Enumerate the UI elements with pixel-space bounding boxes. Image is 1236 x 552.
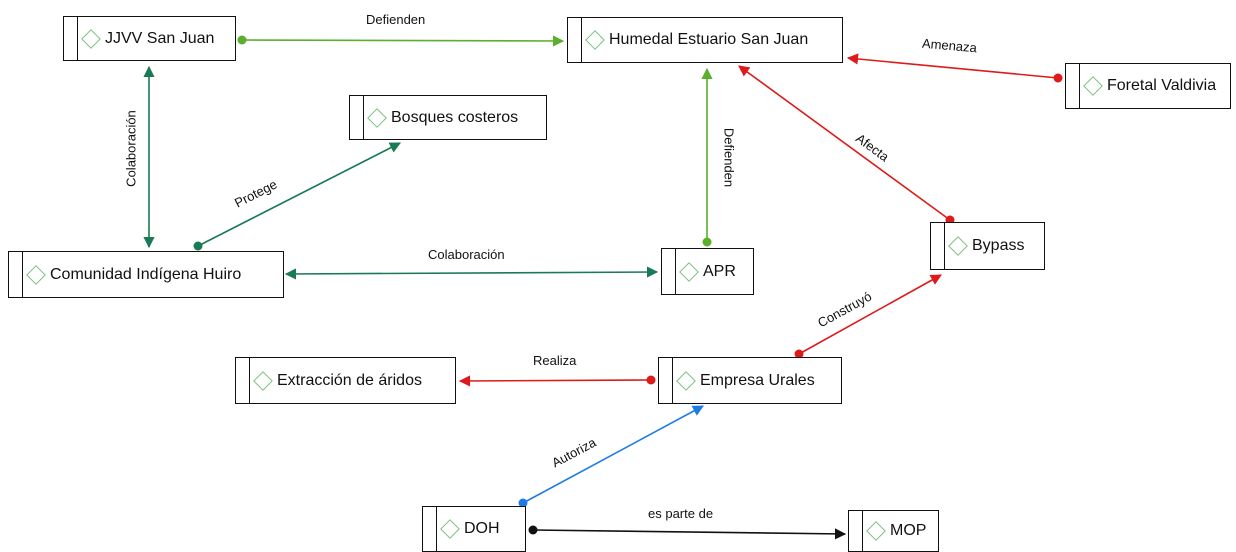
node-bypass[interactable]: Bypass [930, 222, 1045, 270]
node-label: MOP [890, 522, 927, 539]
node-label: Bypass [972, 237, 1025, 254]
node-label: DOH [464, 520, 500, 537]
edge-doh-urales [518, 405, 704, 508]
node-label: Bosques costeros [391, 108, 519, 126]
edge-apr-humedal [701, 67, 713, 247]
diamond-icon [81, 28, 101, 49]
node-label: Empresa Urales [700, 371, 815, 389]
diamond-icon [253, 370, 273, 391]
node-comunidad-indigena-huiro[interactable]: Comunidad Indígena Huiro [8, 251, 284, 298]
diamond-icon [367, 107, 387, 128]
edge-label-huiro-apr: Colaboración [428, 247, 505, 262]
diamond-icon [585, 30, 605, 50]
edge-label-jjvv-humedal: Defienden [366, 12, 426, 27]
node-label: APR [703, 262, 736, 280]
node-foretal-valdivia[interactable]: Foretal Valdivia [1065, 63, 1231, 109]
node-humedal-estuario-san-juan[interactable]: Humedal Estuario San Juan [567, 17, 843, 63]
node-bosques-costeros[interactable]: Bosques costeros [349, 95, 547, 140]
diamond-icon [676, 370, 696, 391]
node-label: Foretal Valdivia [1107, 77, 1217, 94]
edge-urales-bypass [794, 274, 942, 359]
edge-huiro-apr [284, 266, 659, 280]
edge-foretal-humedal [846, 53, 1063, 83]
edge-jjvv-humedal [237, 35, 565, 47]
node-doh[interactable]: DOH [422, 506, 526, 552]
diamond-icon [440, 519, 460, 539]
node-jjvv-san-juan[interactable]: JJVV San Juan [63, 16, 236, 61]
edge-huiro-bosques [193, 142, 401, 251]
diamond-icon [679, 261, 699, 282]
node-empresa-urales[interactable]: Empresa Urales [658, 357, 842, 404]
edge-label-jjvv-huiro: Colaboración [123, 110, 139, 187]
diamond-icon [26, 264, 46, 285]
node-extraccion-de-aridos[interactable]: Extracción de áridos [235, 357, 456, 404]
edge-bypass-humedal [738, 65, 955, 225]
node-label: Humedal Estuario San Juan [609, 31, 809, 48]
edge-doh-mop [528, 525, 847, 540]
node-label: JJVV San Juan [105, 29, 215, 47]
diamond-icon [948, 236, 968, 256]
node-apr[interactable]: APR [661, 248, 754, 295]
edge-label-urales-aridos: Realiza [533, 353, 577, 368]
edge-label-apr-humedal: Defienden [721, 127, 737, 188]
edge-label-doh-mop: es parte de [648, 506, 714, 521]
node-label: Comunidad Indígena Huiro [50, 265, 242, 283]
edge-urales-aridos [458, 375, 656, 387]
node-label: Extracción de áridos [277, 371, 422, 389]
diamond-icon [866, 521, 886, 541]
node-mop[interactable]: MOP [848, 510, 939, 552]
diamond-icon [1083, 76, 1103, 96]
